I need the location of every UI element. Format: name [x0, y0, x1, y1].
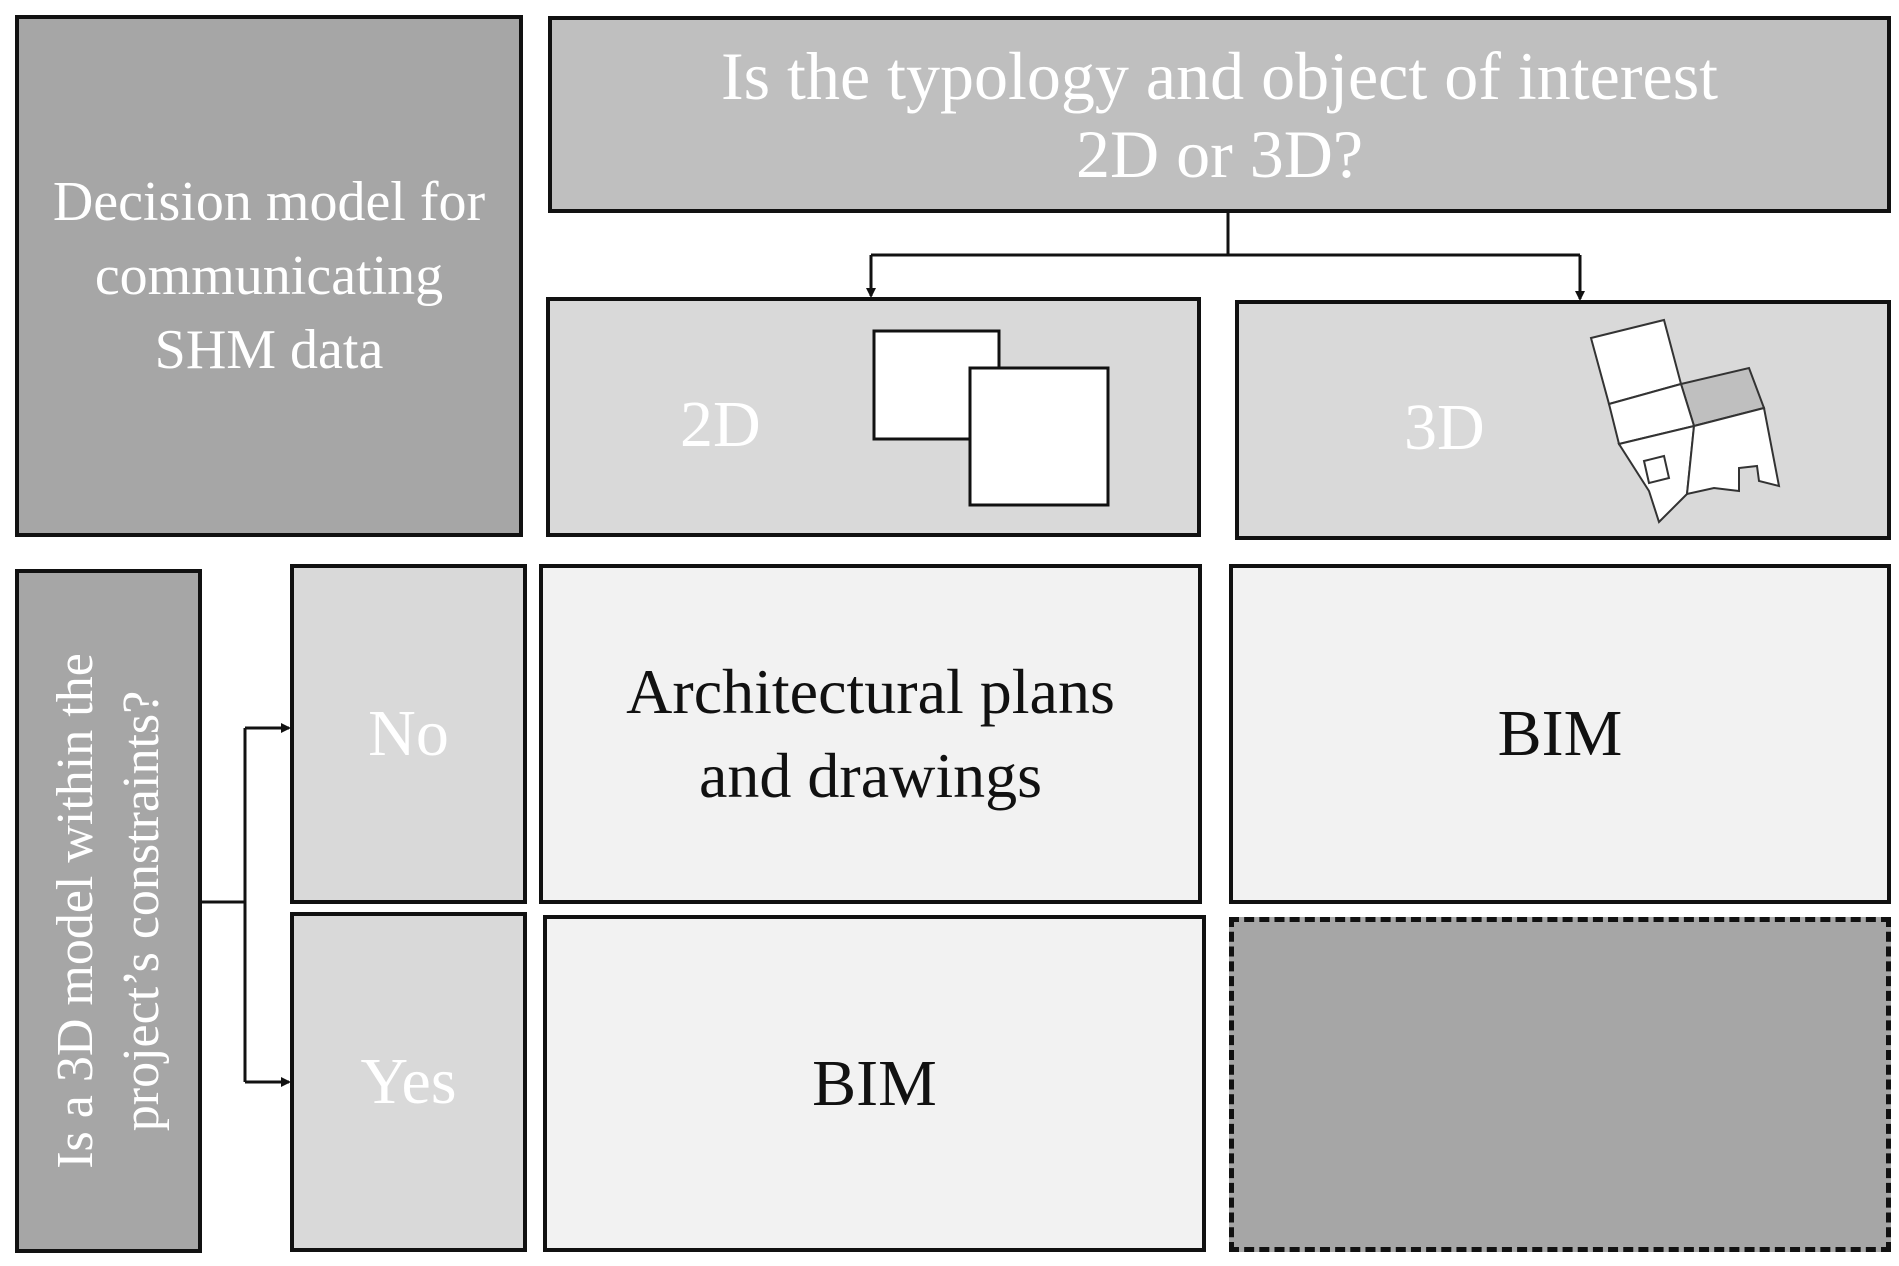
- question-side-line-1: Is a 3D model within the: [46, 653, 104, 1169]
- title-line-1: Decision model for: [52, 171, 486, 233]
- answer-yes-box: Yes: [290, 912, 527, 1252]
- question-top-line-1: Is the typology and object of interest: [720, 37, 1719, 114]
- result-no-2d-line-1: Architectural plans: [626, 656, 1115, 727]
- question-top-box: Is the typology and object of interest 2…: [548, 16, 1891, 213]
- answer-no-box: No: [290, 564, 527, 904]
- result-no-3d-box: BIM: [1229, 564, 1891, 904]
- option-2d-label: 2D: [680, 388, 761, 461]
- result-no-3d-label: BIM: [1497, 697, 1623, 770]
- option-3d-box: 3D: [1235, 300, 1891, 540]
- question-side-text: Is a 3D model within the project’s const…: [43, 653, 175, 1169]
- result-yes-2d-label: BIM: [812, 1046, 937, 1120]
- option-2d-box: 2D: [546, 297, 1201, 537]
- title-line-2: communicating: [94, 245, 444, 307]
- answer-yes-label: Yes: [360, 1045, 457, 1118]
- title-box: Decision model for communicating SHM dat…: [15, 15, 523, 537]
- overlapping-squares-icon: [872, 329, 1122, 536]
- result-yes-2d-box: BIM: [543, 915, 1206, 1252]
- result-no-2d-line-2: and drawings: [698, 740, 1043, 811]
- option-3d-label: 3D: [1404, 391, 1485, 464]
- question-top-line-2: 2D or 3D?: [1075, 115, 1364, 192]
- answer-no-label: No: [368, 697, 449, 770]
- result-yes-3d-box: [1229, 917, 1891, 1252]
- isometric-building-icon: [1589, 316, 1809, 553]
- question-side-line-2: project’s constraints?: [112, 690, 170, 1132]
- result-no-2d-box: Architectural plans and drawings: [539, 564, 1202, 904]
- question-side-box: [15, 569, 202, 1253]
- title-line-3: SHM data: [154, 319, 384, 381]
